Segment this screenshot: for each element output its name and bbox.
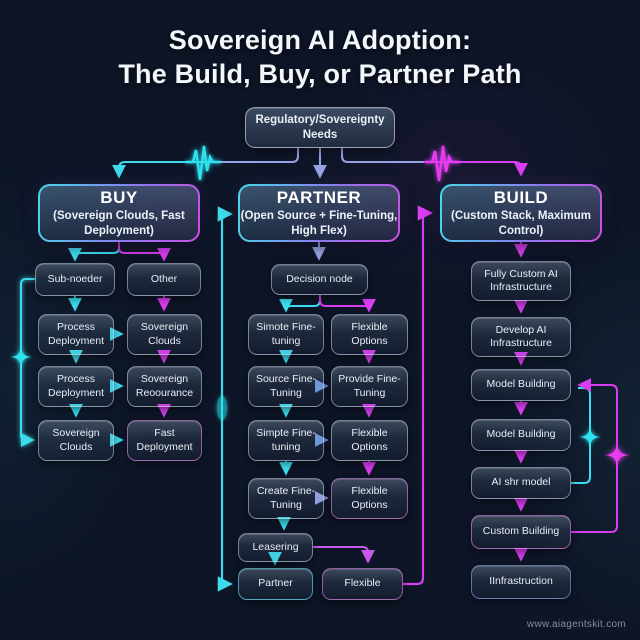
- node-simpte-fine-tuning: Simpte Fine-tuning: [248, 420, 324, 461]
- node-flexible-options-3: Flexible Options: [331, 478, 408, 519]
- sparkle-magenta-right-icon: [604, 442, 630, 468]
- node-label: Leasering: [252, 540, 299, 553]
- node-other: Other: [127, 263, 201, 296]
- ekg-pulse-magenta-icon: [425, 145, 460, 182]
- node-fast-deployment: Fast Deployment: [127, 420, 202, 461]
- node-flexible-options-2: Flexible Options: [331, 420, 408, 461]
- edge-aishr-loop-model1: [571, 387, 591, 484]
- node-provide-fine-tuning: Provide Fine-Tuning: [331, 366, 408, 407]
- node-label: Sovereign Clouds: [140, 321, 189, 347]
- node-label: IInfrastruction: [489, 575, 553, 588]
- node-decision-node: Decision node: [271, 264, 368, 295]
- node-regulatory-sovereignty-needs: Regulatory/Sovereignty Needs: [245, 107, 395, 148]
- node-label: Model Building: [486, 378, 556, 391]
- column-header-buy: BUY (Sovereign Clouds, Fast Deployment): [38, 184, 200, 242]
- node-create-fine-tuning: Create Fine-Tuning: [248, 478, 324, 519]
- node-label: Fully Custom AI Infrastructure: [484, 267, 558, 293]
- edge-rail-partner-node: [217, 400, 234, 592]
- buy-title: BUY: [100, 188, 138, 208]
- edge-root-build-a: [341, 148, 424, 163]
- edge-decision-simote: [279, 295, 321, 313]
- node-process-deployment-2: Process Deployment: [38, 366, 114, 407]
- node-iinfrastruction: IInfrastruction: [471, 565, 571, 599]
- edge-custom-loop-model1: [571, 378, 618, 533]
- edge-buy-subnoeder: [68, 242, 120, 262]
- node-label: Model Building: [486, 428, 556, 441]
- column-header-build: BUILD (Custom Stack, Maximum Control): [440, 184, 602, 242]
- node-label: Fast Deployment: [136, 427, 193, 453]
- sparkle-cyan-right-icon: [579, 426, 601, 448]
- buy-subtitle: (Sovereign Clouds, Fast Deployment): [53, 210, 185, 237]
- sparkle-cyan-left-icon: [10, 346, 32, 368]
- node-label: Process Deployment: [47, 321, 105, 347]
- edge-subnoeder-loop-sc2: [20, 278, 35, 447]
- node-model-building-1: Model Building: [471, 369, 571, 401]
- edge-leasering-flexible: [313, 546, 375, 564]
- page-title: Sovereign AI Adoption: The Build, Buy, o…: [0, 24, 640, 92]
- node-flexible-options-1: Flexible Options: [331, 314, 408, 355]
- node-label: Process Deployment: [47, 373, 105, 399]
- node-develop-ai-infrastructure: Develop AI Infrastructure: [471, 317, 571, 357]
- edge-root-build-b: [424, 161, 528, 177]
- partner-title: PARTNER: [276, 188, 362, 208]
- node-label: Develop AI Infrastructure: [490, 323, 552, 349]
- node-label: Sovereign Clouds: [52, 427, 100, 453]
- node-leasering: Leasering: [238, 533, 313, 562]
- node-sovereign-clouds-1: Sovereign Clouds: [127, 314, 202, 355]
- node-sub-noeder: Sub-noeder: [35, 263, 115, 296]
- node-label: Simote Fine-tuning: [256, 321, 316, 347]
- edge-decision-flex1: [319, 295, 376, 313]
- node-label: Flexible Options: [351, 321, 388, 347]
- rail-glow: [217, 396, 227, 420]
- node-sovereign-reoourance: Sovereign Reoourance: [127, 366, 202, 407]
- node-label: AI shr model: [491, 476, 551, 489]
- node-label: Flexible Options: [351, 427, 388, 453]
- column-header-partner: PARTNER (Open Source + Fine-Tuning, High…: [238, 184, 400, 242]
- node-fully-custom-ai-infrastructure: Fully Custom AI Infrastructure: [471, 261, 571, 301]
- partner-subtitle: (Open Source + Fine-Tuning, High Flex): [240, 210, 398, 237]
- node-label: Regulatory/Sovereignty Needs: [255, 114, 385, 141]
- node-ai-shr-model: AI shr model: [471, 467, 571, 499]
- node-sovereign-clouds-2: Sovereign Clouds: [38, 420, 114, 461]
- node-label: Custom Building: [482, 525, 560, 538]
- node-label: Simpte Fine-tuning: [256, 427, 316, 453]
- node-simote-fine-tuning: Simote Fine-tuning: [248, 314, 324, 355]
- edge-rail-partner-header: [217, 206, 234, 400]
- node-label: Source Fine-Tuning: [255, 373, 317, 399]
- website-url: www.aiagentskit.com: [526, 619, 626, 630]
- edge-root-buy-b: [112, 161, 212, 179]
- ekg-pulse-cyan-icon: [186, 145, 221, 181]
- build-subtitle: (Custom Stack, Maximum Control): [451, 210, 591, 237]
- node-label: Sovereign Reoourance: [135, 373, 194, 399]
- node-label: Decision node: [286, 272, 353, 285]
- page-title-line2: The Build, Buy, or Partner Path: [118, 58, 522, 89]
- edge-root-buy-a: [212, 148, 299, 163]
- node-label: Provide Fine-Tuning: [338, 373, 401, 399]
- node-label: Flexible Options: [351, 485, 388, 511]
- root-fanout: [112, 148, 528, 179]
- node-process-deployment-1: Process Deployment: [38, 314, 114, 355]
- node-label: Other: [150, 272, 178, 285]
- page-title-line1: Sovereign AI Adoption:: [168, 25, 472, 55]
- edge-buy-other: [118, 242, 171, 262]
- node-label: Create Fine-Tuning: [256, 485, 316, 511]
- node-label: Flexible: [344, 577, 381, 590]
- node-custom-building: Custom Building: [471, 515, 571, 549]
- node-label: Partner: [258, 577, 293, 590]
- node-model-building-2: Model Building: [471, 419, 571, 451]
- node-source-fine-tuning: Source Fine-Tuning: [248, 366, 324, 407]
- node-label: Sub-noeder: [47, 272, 103, 285]
- node-flexible: Flexible: [322, 568, 403, 600]
- node-partner: Partner: [238, 568, 313, 600]
- build-title: BUILD: [493, 188, 549, 208]
